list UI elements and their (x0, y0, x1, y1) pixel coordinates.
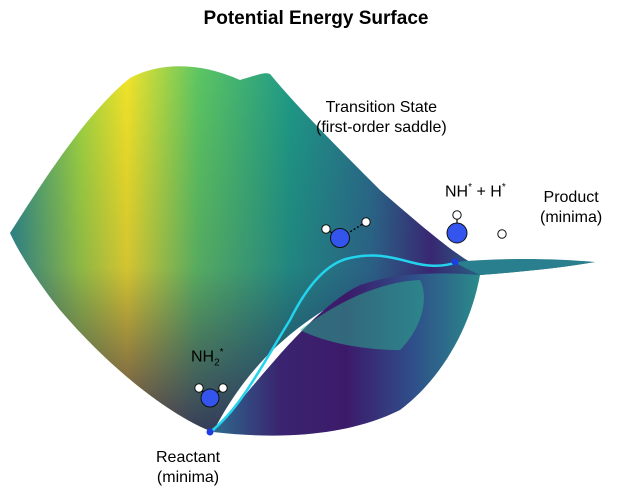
product-h-atom-bonded (453, 211, 461, 219)
transition-state-line1: Transition State (316, 98, 447, 118)
reactant-h-atom-2 (219, 384, 227, 392)
product-molecules (447, 211, 506, 243)
product-species-b-sup: * (502, 182, 506, 193)
product-species-b: H (490, 183, 502, 200)
reactant-line2: (minima) (156, 468, 220, 488)
ts-h-atom-1 (322, 225, 330, 233)
product-line2: (minima) (540, 208, 602, 228)
ts-h-atom-2 (362, 218, 370, 226)
reactant-label: Reactant (minima) (156, 448, 220, 488)
ts-n-atom (331, 229, 350, 248)
surface-product-tail (455, 259, 595, 275)
reactant-point (207, 429, 214, 436)
product-species-label: NH* + H* (445, 178, 506, 202)
product-species-plus: + (472, 183, 490, 200)
product-n-atom (447, 223, 467, 243)
reactant-species-label: NH2* (191, 343, 224, 374)
product-label: Product (minima) (540, 188, 602, 228)
product-species-a: NH (445, 183, 468, 200)
transition-state-label: Transition State (first-order saddle) (316, 98, 447, 138)
product-point (452, 259, 459, 266)
reactant-species-base: NH (191, 348, 214, 365)
reactant-species-sub: 2 (214, 358, 220, 369)
reactant-n-atom (201, 389, 219, 407)
transition-state-line2: (first-order saddle) (316, 118, 447, 138)
product-line1: Product (540, 188, 602, 208)
reactant-line1: Reactant (156, 448, 220, 468)
reactant-h-atom-1 (195, 384, 203, 392)
reactant-species-sup: * (220, 347, 224, 358)
product-h-atom-free (498, 230, 506, 238)
